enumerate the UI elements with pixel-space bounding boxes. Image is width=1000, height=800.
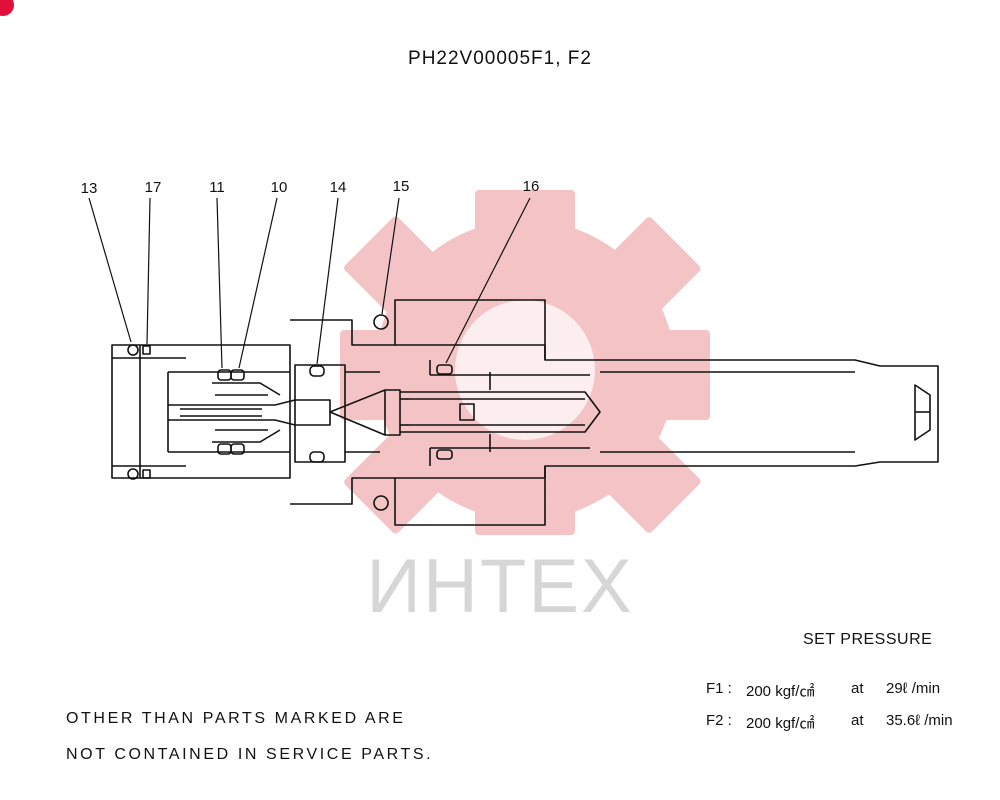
row-label: F1 : bbox=[706, 680, 732, 697]
note-line-2: NOT CONTAINED IN SERVICE PARTS. bbox=[66, 746, 434, 763]
row-at: at bbox=[851, 680, 864, 697]
lock-nut bbox=[914, 384, 931, 441]
valve-body-left bbox=[111, 344, 291, 479]
row-pressure: 200 kgf/㎠ bbox=[746, 683, 815, 700]
o-ring-16 bbox=[436, 364, 453, 375]
row-flow: 29ℓ /min bbox=[886, 680, 941, 697]
row-label: F2 : bbox=[706, 712, 732, 729]
leader-lines bbox=[88, 197, 531, 369]
callout-16: 16 bbox=[523, 178, 540, 195]
callout-15: 15 bbox=[393, 178, 410, 195]
piston-cone bbox=[329, 389, 401, 436]
row-pressure: 200 kgf/㎠ bbox=[746, 715, 815, 732]
spring-guide bbox=[400, 391, 601, 433]
poppet-seat bbox=[168, 399, 331, 426]
callout-11: 11 bbox=[209, 179, 225, 196]
callout-13: 13 bbox=[81, 180, 98, 197]
callout-14: 14 bbox=[330, 179, 347, 196]
row-at: at bbox=[851, 712, 864, 729]
callout-10: 10 bbox=[271, 179, 288, 196]
callout-17: 17 bbox=[145, 179, 162, 196]
set-pressure-heading: SET PRESSURE bbox=[803, 631, 933, 648]
o-ring-10 bbox=[230, 369, 245, 381]
watermark-text: ИНТЕХ bbox=[366, 544, 633, 629]
page-title: PH22V00005F1, F2 bbox=[408, 48, 592, 69]
backup-ring-17 bbox=[142, 345, 151, 355]
o-ring-13 bbox=[127, 344, 139, 356]
corner-mark bbox=[0, 0, 14, 16]
o-ring-14 bbox=[309, 365, 325, 377]
o-ring-15 bbox=[373, 314, 389, 330]
row-flow: 35.6ℓ /min bbox=[886, 712, 953, 729]
note-line-1: OTHER THAN PARTS MARKED ARE bbox=[66, 710, 406, 727]
